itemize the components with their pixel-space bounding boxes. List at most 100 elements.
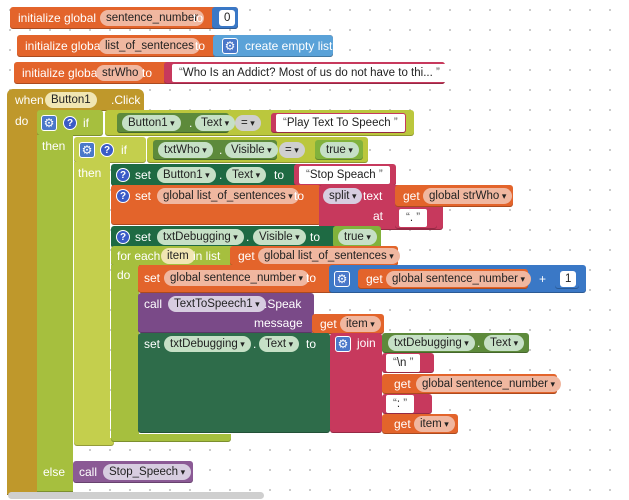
set-global-list-of-sentences[interactable]: ? set global list_of_sentences to [111, 185, 321, 225]
dot: . [219, 143, 223, 157]
get-global-strwho[interactable]: get global strWho [395, 185, 513, 207]
event-button1-click[interactable]: when Button1 .Click [7, 89, 144, 111]
separator-value[interactable]: . [399, 209, 428, 227]
text-string-value[interactable]: Stop Speach [299, 166, 390, 184]
init-global-list-of-sentences[interactable]: initialize global list_of_sentences to ⚙… [17, 35, 333, 57]
text-string-block[interactable]: Play Text To Speech [271, 113, 406, 133]
component-dropdown[interactable]: txtWho [158, 142, 213, 158]
number-block[interactable]: 0 [212, 7, 238, 29]
gear-icon[interactable]: ⚙ [41, 115, 57, 131]
text-string-value[interactable]: \n [386, 354, 421, 372]
property-dropdown[interactable]: Text [259, 336, 300, 352]
logic-true-block[interactable]: true [333, 226, 381, 248]
split-dropdown[interactable]: split [323, 188, 363, 204]
get-item[interactable]: get item [312, 314, 384, 334]
variable-dropdown[interactable]: item [414, 416, 455, 432]
variable-dropdown[interactable]: global strWho [423, 188, 513, 204]
component-dropdown[interactable]: Button1 [157, 167, 216, 183]
set-global-sentence-number[interactable]: set global sentence_number to [138, 265, 334, 293]
text-string-value[interactable]: Who Is an Addict? Most of us do not have… [172, 64, 447, 82]
get-global-list-of-sentences[interactable]: get global list_of_sentences [230, 246, 400, 266]
gear-icon[interactable]: ⚙ [79, 142, 95, 158]
boolean-dropdown[interactable]: true [320, 142, 359, 158]
set-txtdebugging-visible[interactable]: ? set txtDebugging . Visible to [111, 226, 337, 248]
compare-block[interactable]: txtWho . Visible = true [147, 137, 368, 163]
set-txtdebugging-text[interactable]: set txtDebugging . Text to [138, 333, 330, 433]
text-string-block[interactable]: Stop Speach [294, 164, 396, 186]
number-value[interactable]: 0 [219, 10, 236, 26]
help-icon[interactable]: ? [100, 143, 114, 157]
call-stop-speech[interactable]: call Stop_Speech [73, 461, 193, 483]
set-button1-text[interactable]: ? set Button1 . Text to [111, 164, 308, 186]
property-dropdown[interactable]: Visible [253, 229, 306, 245]
gear-icon[interactable]: ⚙ [334, 271, 350, 287]
operator-dropdown[interactable]: = [235, 115, 261, 131]
variable-dropdown[interactable]: global sentence_number [416, 376, 561, 392]
logic-true-block[interactable]: true [315, 140, 363, 160]
component-dropdown[interactable]: TextToSpeech1 [168, 296, 266, 312]
variable-dropdown[interactable]: item [340, 316, 381, 332]
text-string-value[interactable]: Play Text To Speech [276, 114, 405, 132]
get-keyword: get [394, 377, 411, 391]
help-icon[interactable]: ? [116, 189, 130, 203]
variable-dropdown[interactable]: global list_of_sentences [258, 248, 400, 264]
init-global-sentence-number[interactable]: initialize global sentence_number to 0 [10, 7, 238, 29]
text-string-block[interactable]: Who Is an Addict? Most of us do not have… [164, 62, 447, 84]
get-global-sentence-number[interactable]: get global sentence_number [358, 269, 531, 289]
init-keyword: initialize global [18, 11, 97, 25]
do-keyword: do [117, 268, 131, 282]
in-list-keyword: in list [193, 249, 221, 263]
workspace-horizontal-scrollbar[interactable] [8, 492, 264, 499]
number-value[interactable]: 1 [560, 271, 577, 287]
component-getter[interactable]: txtDebugging . Text [382, 333, 529, 353]
component-dropdown[interactable]: Button1 [122, 115, 181, 131]
create-empty-list-block[interactable]: ⚙ create empty list [213, 35, 333, 57]
help-icon[interactable]: ? [116, 230, 130, 244]
colon-string-block[interactable]: : [382, 394, 432, 414]
if-outer-rail: then [37, 135, 73, 492]
global-name-field[interactable]: list_of_sentences [99, 38, 200, 54]
property-dropdown[interactable]: Text [195, 115, 236, 131]
number-block[interactable]: 1 [555, 269, 579, 289]
init-global-strwho[interactable]: initialize global strWho to Who Is an Ad… [14, 62, 447, 84]
component-dropdown[interactable]: txtDebugging [157, 229, 244, 245]
operator-dropdown[interactable]: = [279, 142, 305, 158]
if-block-outer[interactable]: ⚙ ? if [37, 110, 103, 136]
call-texttospeech1-speak[interactable]: call TextToSpeech1 .Speak message [138, 293, 314, 333]
gear-icon[interactable]: ⚙ [222, 38, 238, 54]
procedure-dropdown[interactable]: Stop_Speech [103, 464, 192, 480]
variable-dropdown[interactable]: global sentence_number [386, 271, 531, 287]
variable-dropdown[interactable]: global sentence_number [164, 270, 309, 286]
separator-string-block[interactable]: . [395, 207, 437, 229]
at-keyword: at [373, 209, 384, 223]
then-keyword: then [42, 139, 66, 153]
if-keyword: if [121, 143, 127, 157]
dot: . [189, 116, 193, 130]
component-dropdown[interactable]: txtDebugging [164, 336, 251, 352]
newline-string-block[interactable]: \n [382, 353, 434, 373]
variable-dropdown[interactable]: global list_of_sentences [157, 188, 299, 204]
component-getter[interactable]: Button1 . Text [117, 113, 236, 133]
item-variable-field[interactable]: item [161, 248, 195, 264]
component-dropdown[interactable]: txtDebugging [388, 335, 475, 351]
get-global-sentence-number[interactable]: get global sentence_number [382, 374, 561, 394]
if-block-inner[interactable]: ⚙ ? if [74, 137, 146, 163]
get-item[interactable]: get item [382, 414, 458, 434]
boolean-dropdown[interactable]: true [338, 229, 377, 245]
set-keyword: set [144, 271, 161, 285]
join-block[interactable]: ⚙ join [330, 333, 382, 433]
compare-block[interactable]: Button1 . Text = Play Text To Speech [105, 110, 414, 136]
property-dropdown[interactable]: Text [484, 335, 525, 351]
do-keyword: do [15, 114, 29, 128]
message-keyword: message [254, 316, 303, 330]
help-icon[interactable]: ? [116, 168, 130, 182]
property-dropdown[interactable]: Text [226, 167, 267, 183]
gear-icon[interactable]: ⚙ [335, 336, 351, 352]
help-icon[interactable]: ? [63, 116, 77, 130]
component-getter[interactable]: txtWho . Visible [153, 140, 278, 160]
text-string-value[interactable]: : [386, 395, 415, 413]
global-name-field[interactable]: strWho [96, 65, 145, 81]
component-dropdown[interactable]: Button1 [45, 92, 97, 108]
global-name-field[interactable]: sentence_number [100, 10, 205, 26]
property-dropdown[interactable]: Visible [225, 142, 278, 158]
